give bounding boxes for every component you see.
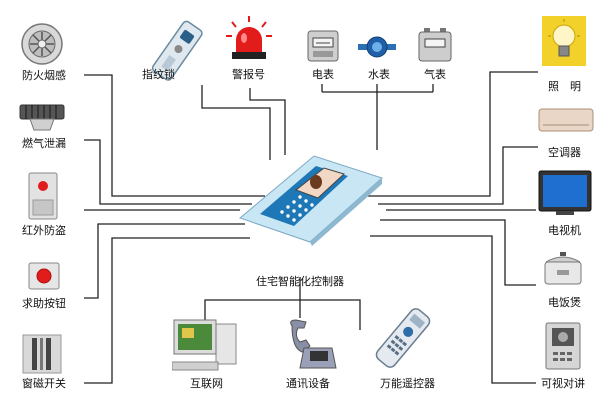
rice-cooker-icon [540,252,586,288]
remote-control-label: 万能遥控器 [380,377,435,390]
infrared-sensor-icon [28,172,58,220]
gas-leak-label: 燃气泄漏 [22,137,66,150]
video-intercom-icon [545,322,581,370]
lighting-label: 照 明 [548,80,581,93]
electric-meter-label: 电表 [312,68,334,81]
gas-meter-label: 气表 [424,68,446,81]
smoke-detector-icon [20,22,64,66]
help-button-label: 求助按钮 [22,297,66,310]
light-bulb-icon [542,16,586,66]
air-conditioner-label: 空调器 [548,146,581,159]
controller-label: 住宅智能化控制器 [256,275,344,288]
window-sensor-icon [22,334,62,374]
electric-meter-icon [307,30,339,62]
tv-label: 电视机 [548,224,581,237]
fingerprint-lock-label: 指纹锁 [142,68,175,81]
fingerprint-lock-icon [140,18,210,90]
telephone-icon [282,318,338,370]
controller-icon [232,146,392,246]
rice-cooker-label: 电饭煲 [548,296,581,309]
air-conditioner-icon [538,108,594,132]
internet-label: 互联网 [190,377,223,390]
alarm-label: 警报号 [232,68,265,81]
smoke-detector-label: 防火烟感 [22,69,66,82]
gas-leak-sensor-icon [18,102,66,132]
computer-icon [171,318,238,372]
help-button-icon [28,262,60,290]
infrared-label: 红外防盗 [22,224,66,237]
window-sensor-label: 窗磁开关 [22,377,66,390]
alarm-light-icon [224,16,274,62]
tv-icon [538,170,592,216]
video-intercom-label: 可视对讲 [541,377,585,390]
water-meter-label: 水表 [368,68,390,81]
gas-meter-icon [418,28,452,62]
water-meter-icon [358,34,396,58]
telephone-label: 通讯设备 [286,377,330,390]
remote-control-icon [370,306,436,370]
